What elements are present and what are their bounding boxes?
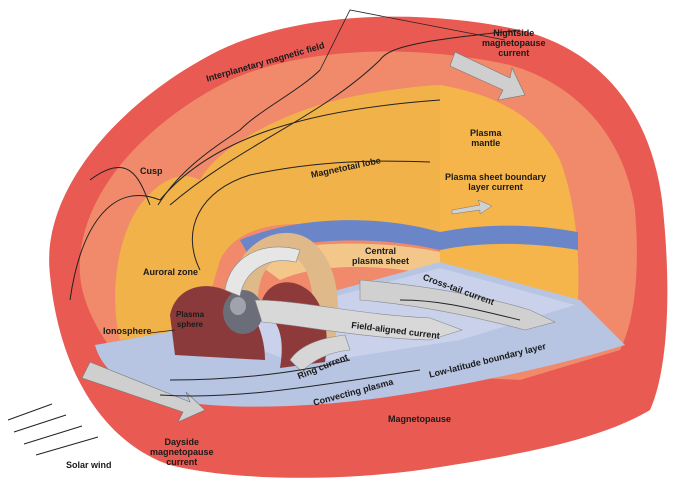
label-ionosphere: Ionosphere <box>103 326 152 336</box>
convecting-flow-3 <box>399 299 521 321</box>
label-plasmasphere: Plasma sphere <box>176 310 205 329</box>
field-line-1 <box>69 195 161 301</box>
convecting-flow-1 <box>159 369 421 397</box>
earth-highlight <box>230 297 246 315</box>
mantle-wall <box>440 85 579 300</box>
nightside-current-arrow <box>449 51 526 101</box>
convecting-flow-2 <box>169 359 351 381</box>
field-line-5 <box>191 160 431 271</box>
field-line-4 <box>157 69 321 206</box>
field-line-6 <box>89 167 151 206</box>
field-aligned-arrow <box>254 299 463 341</box>
label-solar-wind: Solar wind <box>66 460 112 470</box>
label-psbl-current: Plasma sheet boundary layer current <box>445 172 547 192</box>
imf-leader <box>319 9 506 71</box>
dayside-current-arrow <box>81 361 206 423</box>
field-line-2 <box>159 99 441 201</box>
label-dayside-current: Dayside magnetopause current <box>150 437 214 467</box>
upper-loop-arrow <box>224 246 301 297</box>
psbl-arrow <box>451 199 493 215</box>
cross-tail-arrow <box>359 279 556 331</box>
plasma-sheet-band <box>240 220 578 258</box>
field-line-3 <box>169 29 521 206</box>
ionosphere-leader <box>149 329 176 334</box>
solar-wind-arrows <box>7 403 99 456</box>
label-nightside-current: Nightside magnetopause current <box>482 28 546 58</box>
label-plasma-mantle: Plasma mantle <box>470 128 502 148</box>
ring-current-arrow <box>289 334 351 373</box>
label-auroral-zone: Auroral zone <box>143 267 199 277</box>
label-cusp: Cusp <box>140 166 163 176</box>
label-magnetopause: Magnetopause <box>388 414 452 424</box>
label-central-plasma-sheet: Central plasma sheet <box>352 246 410 266</box>
lobe-region <box>115 85 441 340</box>
